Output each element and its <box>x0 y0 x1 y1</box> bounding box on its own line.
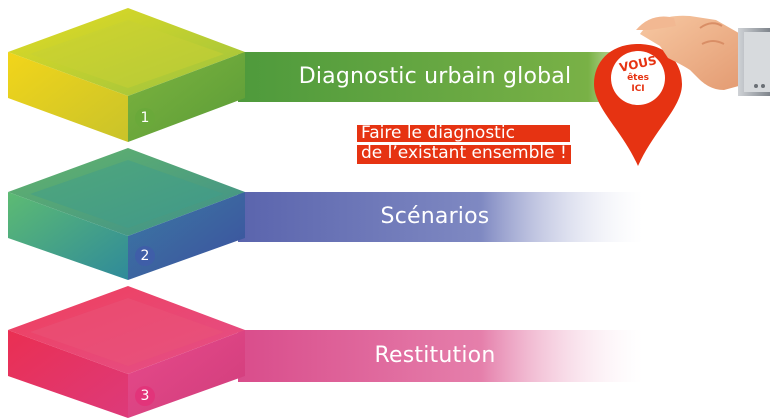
callout-line-2: de l’existant ensemble ! <box>357 145 571 164</box>
pin-text-ici: ICI <box>631 84 645 94</box>
step-3-bar <box>238 330 643 382</box>
step-3-label: Restitution <box>374 343 496 368</box>
step-1-box-left <box>8 52 128 142</box>
step-2-box-left <box>8 192 128 280</box>
step-3-group <box>8 286 643 418</box>
step-1-bar <box>238 52 650 102</box>
pointing-hand-icon <box>636 15 770 96</box>
step-3-box-inner <box>30 298 224 366</box>
step-2-number: 2 <box>135 246 155 266</box>
step-2-group <box>8 148 643 280</box>
step-3-box-right <box>128 330 245 418</box>
pin-text-etes: êtes <box>627 73 649 83</box>
step-3-number: 3 <box>135 386 155 406</box>
step-3-box-left <box>8 330 128 418</box>
step-1-group <box>8 8 650 142</box>
callout-line-1: Faire le diagnostic <box>357 125 570 142</box>
step-1-label: Diagnostic urbain global <box>298 64 572 89</box>
step-2-box-right <box>128 192 245 280</box>
step-2-bar <box>238 192 643 242</box>
step-1-box-inner <box>30 20 224 88</box>
location-pin-icon <box>594 44 682 166</box>
step-1-number: 1 <box>135 108 155 128</box>
step-2-box-inner <box>30 160 224 228</box>
step-1-box-right <box>128 52 245 142</box>
step-2-label: Scénarios <box>380 204 490 229</box>
